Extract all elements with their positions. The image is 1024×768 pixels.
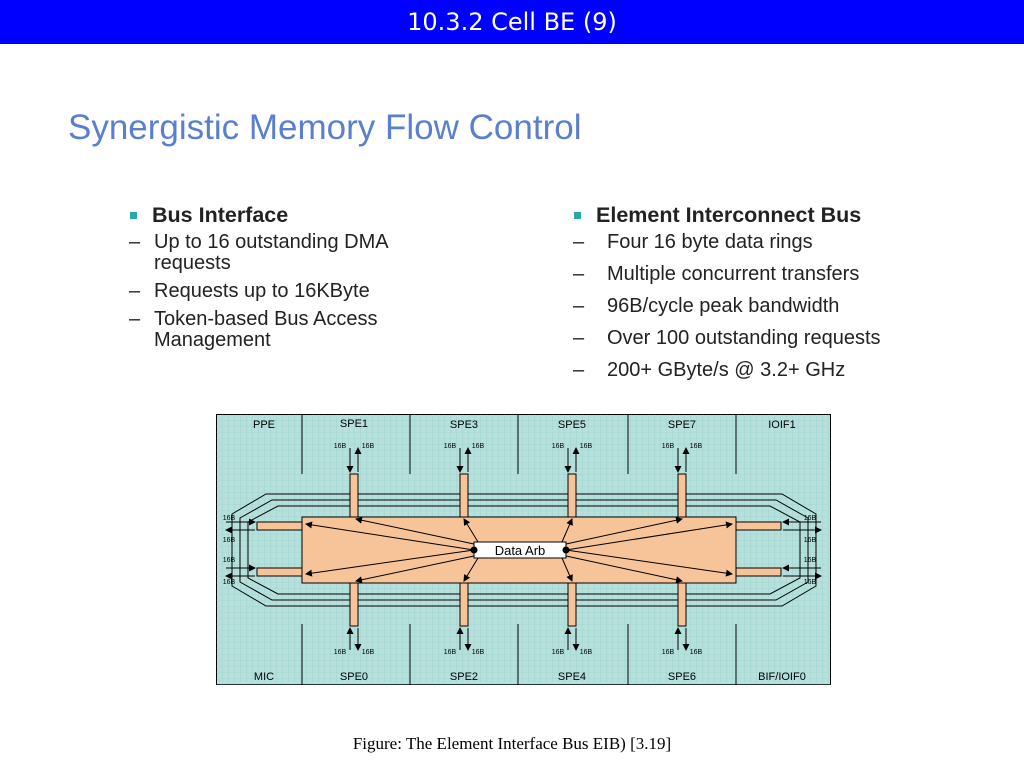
bus-interface-bullet: Bus Interface <box>128 203 508 228</box>
unit-label: PPE <box>253 419 275 431</box>
unit-label: SPE0 <box>340 671 368 683</box>
eib-diagram: Data Arb PPE SPE1 SPE3 SPE5 SPE7 IOIF1 M… <box>216 414 831 685</box>
port-label: 16B <box>362 443 375 450</box>
port-label: 16B <box>804 579 817 586</box>
port-label: 16B <box>580 443 593 450</box>
bullet-label: Element Interconnect Bus <box>596 203 862 227</box>
port-label: 16B <box>223 557 236 564</box>
port-arrows <box>225 447 822 651</box>
port-label: 16B <box>223 515 236 522</box>
port-label: 16B <box>662 443 675 450</box>
unit-label: SPE5 <box>558 419 586 431</box>
unit-label: SPE7 <box>668 419 696 431</box>
port-width-labels: 16B 16B 16B 16B 16B 16B 16B 16B 16B 16B 16B 16… <box>223 443 817 656</box>
sub-item-text: 200+ GByte/s @ 3.2+ GHz <box>607 359 846 381</box>
port-label: 16B <box>580 649 593 656</box>
sub-item-text: 96B/cycle peak bandwidth <box>607 295 840 317</box>
sub-item-text: Multiple concurrent transfers <box>607 263 860 285</box>
slide-title: 10.3.2 Cell BE (9) <box>407 8 617 36</box>
unit-label: BIF/IOIF0 <box>758 671 806 683</box>
sub-item-text: Requests up to 16KByte <box>154 280 370 302</box>
bus-interface-column: Bus Interface –Up to 16 outstanding DMA … <box>128 203 508 358</box>
port-label: 16B <box>362 649 375 656</box>
port-label: 16B <box>662 649 675 656</box>
sub-item-text: Over 100 outstanding requests <box>607 327 881 349</box>
sub-item-text: Four 16 byte data rings <box>607 231 813 253</box>
slide-title-bar: 10.3.2 Cell BE (9) <box>0 0 1024 44</box>
port-label: 16B <box>552 443 565 450</box>
eib-column: Element Interconnect Bus –Four 16 byte d… <box>572 203 992 392</box>
sub-item: –Up to 16 outstanding DMA requests <box>128 232 508 274</box>
port-label: 16B <box>472 443 485 450</box>
unit-label: SPE2 <box>450 671 478 683</box>
eib-bullet: Element Interconnect Bus <box>572 203 992 228</box>
port-label: 16B <box>223 579 236 586</box>
bullet-label: Bus Interface <box>152 203 289 227</box>
figure-caption: Figure: The Element Interface Bus EIB) [… <box>352 734 672 753</box>
sub-item: –Over 100 outstanding requests <box>573 327 881 349</box>
port-label: 16B <box>690 443 703 450</box>
sub-item: –200+ GByte/s @ 3.2+ GHz <box>573 359 846 381</box>
sub-item-text: Up to 16 outstanding DMA requests <box>154 231 388 274</box>
sub-item-text: Token-based Bus Access Management <box>154 308 378 351</box>
port-label: 16B <box>804 515 817 522</box>
port-label: 16B <box>334 649 347 656</box>
sub-item: –Token-based Bus Access Management <box>128 309 508 351</box>
unit-dividers <box>301 414 737 685</box>
sub-item: –Four 16 byte data rings <box>573 231 813 253</box>
port-label: 16B <box>334 443 347 450</box>
port-label: 16B <box>444 649 457 656</box>
port-label: 16B <box>552 649 565 656</box>
ring-paths <box>231 493 817 607</box>
unit-label: SPE4 <box>558 671 586 683</box>
sub-item: –96B/cycle peak bandwidth <box>573 295 840 317</box>
unit-label: IOIF1 <box>768 419 796 431</box>
square-bullet-icon <box>574 212 581 219</box>
unit-label: SPE6 <box>668 671 696 683</box>
port-label: 16B <box>444 443 457 450</box>
sub-item: –Requests up to 16KByte <box>129 280 370 302</box>
top-unit-labels: PPE SPE1 SPE3 SPE5 SPE7 IOIF1 <box>253 418 796 431</box>
port-label: 16B <box>804 537 817 544</box>
port-label: 16B <box>690 649 703 656</box>
bottom-unit-labels: MIC SPE0 SPE2 SPE4 SPE6 BIF/IOIF0 <box>254 671 806 683</box>
sub-item: –Multiple concurrent transfers <box>573 263 860 285</box>
arbiter-links <box>305 516 733 584</box>
square-bullet-icon <box>130 212 137 219</box>
unit-label: MIC <box>254 671 274 683</box>
unit-label: SPE3 <box>450 419 478 431</box>
port-connectors <box>256 473 782 627</box>
port-label: 16B <box>804 557 817 564</box>
slide-heading: Synergistic Memory Flow Control <box>68 108 582 147</box>
arbiter-node <box>562 546 570 554</box>
unit-label: SPE1 <box>340 418 368 430</box>
arbiter-label: Data Arb <box>495 543 546 558</box>
port-label: 16B <box>223 537 236 544</box>
arbiter-node <box>470 546 478 554</box>
port-label: 16B <box>472 649 485 656</box>
